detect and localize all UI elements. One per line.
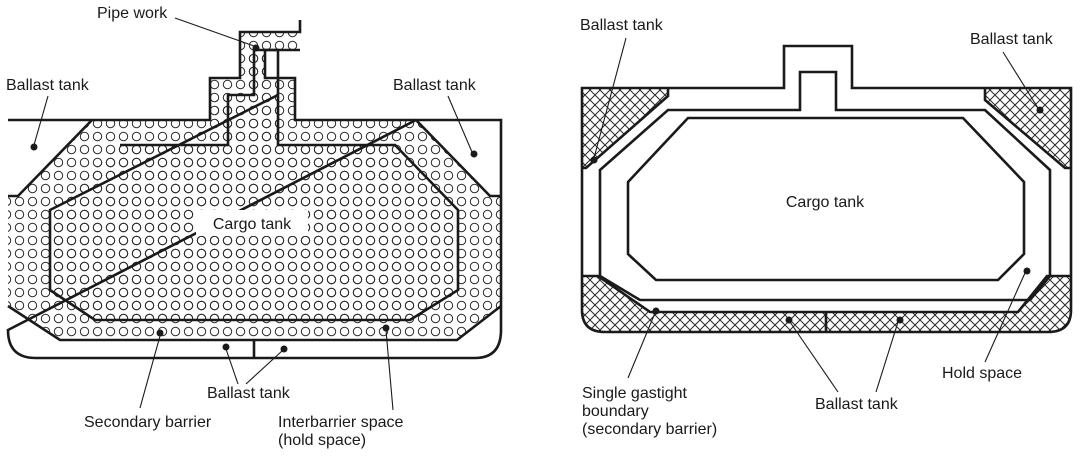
left-ballast-bottom-leader1 <box>225 348 239 385</box>
right-ballast-tank-left-label: Ballast tank <box>580 17 664 34</box>
left-secondary-barrier-leader <box>139 335 161 409</box>
left-cargo-tank-outline <box>48 48 460 322</box>
left-ballast-tank-left-label: Ballast tank <box>6 77 90 94</box>
right-outer-hull <box>580 44 1073 334</box>
left-pipework-leader <box>174 17 255 47</box>
left-ballast-left-leader <box>33 95 49 146</box>
left-outer-hull <box>6 118 503 360</box>
right-cargo-tank-label: Cargo tank <box>786 194 865 211</box>
left-figure: Cargo tank Pipe work Ballast tank Ballas… <box>6 5 503 449</box>
right-cargo-tank-outline <box>626 116 1026 282</box>
left-interbarrier-dot <box>382 324 390 332</box>
right-ballast-bottom-boundary <box>582 274 1071 314</box>
left-cargo-tank-area <box>50 55 458 320</box>
right-ballast-top-right <box>985 88 1071 168</box>
right-ballast-right-boundary <box>983 88 1071 170</box>
right-ballast-bottom-dot2 <box>896 316 904 324</box>
left-ballast-left-boundary <box>8 119 93 198</box>
right-gastight-dot <box>652 307 660 315</box>
right-ballast-bottom <box>582 276 1071 332</box>
right-ballast-tank-right-label: Ballast tank <box>970 31 1054 48</box>
right-ballast-bottom-dot1 <box>785 316 793 324</box>
left-ballast-right-leader <box>447 95 473 153</box>
right-gastight-label-line1: Single gastight <box>582 385 688 402</box>
right-ballast-left-boundary <box>582 88 670 170</box>
left-ballast-right-dot <box>470 150 478 158</box>
right-hold-space-dot <box>1023 267 1031 275</box>
right-gastight-label-line2: boundary <box>582 403 649 420</box>
left-ballast-left-dot <box>30 143 38 151</box>
left-ballast-tank-right-label: Ballast tank <box>393 77 477 94</box>
right-ballast-left-leader <box>593 37 627 159</box>
left-cargo-tank-label: Cargo tank <box>213 216 292 233</box>
left-secondary-barrier-label: Secondary barrier <box>84 414 212 431</box>
right-figure: Cargo tank Ballast tank Ballast tank Hol… <box>580 17 1073 438</box>
left-interbarrier-label-line2: (hold space) <box>278 432 366 449</box>
left-ballast-tank-bottom-label: Ballast tank <box>207 385 291 402</box>
left-ballast-bottom-dot2 <box>280 345 288 353</box>
left-ballast-bottom-dot1 <box>222 343 230 351</box>
left-interbarrier-leader <box>385 329 394 411</box>
right-ballast-left-dot <box>590 156 598 164</box>
right-ballast-top-left <box>582 88 668 168</box>
left-ballast-bottom-leader2 <box>245 350 283 385</box>
left-bottom-ballast-boundary <box>7 304 502 342</box>
right-ballast-tank-bottom-label: Ballast tank <box>815 396 899 413</box>
right-hold-space-leader <box>984 272 1026 363</box>
right-gastight-label-line3: (secondary barrier) <box>582 421 717 438</box>
right-ballast-bottom-leader1 <box>789 321 839 393</box>
left-interbarrier-label-line1: Interbarrier space <box>278 414 403 431</box>
right-ballast-right-leader <box>1002 51 1039 109</box>
left-ballast-right-boundary <box>415 119 501 198</box>
right-hold-space-label: Hold space <box>942 365 1022 382</box>
left-cargo-label-bg <box>196 210 308 236</box>
right-ballast-bottom-leader2 <box>875 321 899 393</box>
left-pipework-dot <box>252 44 260 52</box>
right-ballast-right-dot <box>1036 106 1044 114</box>
left-pipe-work-label: Pipe work <box>97 5 168 22</box>
right-hold-space-boundary <box>598 70 1052 302</box>
right-gastight-leader <box>627 312 656 379</box>
left-secondary-barrier-dot <box>156 329 164 337</box>
